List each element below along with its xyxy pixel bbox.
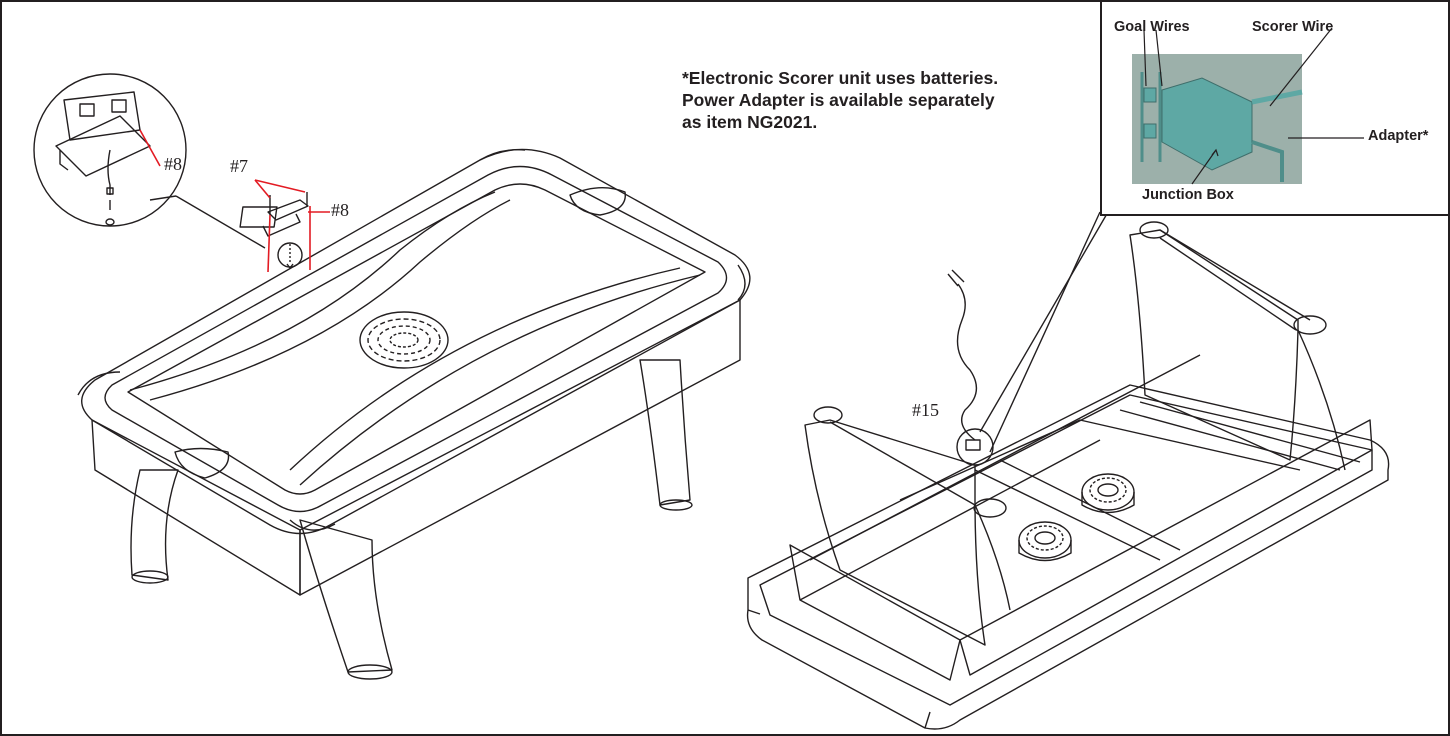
frame-inner: [759, 394, 1373, 706]
label-goal-wires: Goal Wires: [1114, 19, 1190, 35]
power-plug-icon: [947, 269, 965, 287]
center-fan-grille: [359, 311, 449, 369]
frame-rail-short: [789, 544, 961, 681]
inverted-table: [746, 211, 1390, 730]
junction-box-circle: [956, 428, 994, 466]
leg-panel-left: [804, 419, 986, 646]
inset-leader-line: [979, 211, 1109, 433]
table-outer-rail: [81, 148, 751, 535]
junction-box-photo: [1132, 27, 1364, 185]
table-corner: [479, 149, 526, 161]
part-label-8-detail: #8: [164, 154, 182, 174]
frame-outer: [746, 384, 1390, 730]
table-corner: [289, 519, 336, 531]
battery-note: *Electronic Scorer unit uses batteries. …: [682, 67, 1082, 133]
leg-top: [973, 498, 1007, 518]
part-label-15: #15: [912, 400, 939, 420]
table-skirt-front: [91, 419, 301, 596]
leg-top: [1139, 221, 1169, 239]
table-playing-surface: [127, 183, 706, 495]
junction-box-inset: Goal Wires Scorer Wire Adapter* Junction…: [1100, 2, 1448, 216]
table-inner-rail: [104, 165, 728, 513]
table-skirt-side: [299, 299, 741, 596]
goal-opening-left: [174, 447, 230, 479]
table-foot: [131, 570, 169, 584]
label-scorer-wire: Scorer Wire: [1252, 19, 1334, 35]
leg-top: [813, 406, 843, 424]
battery-note-line: *Electronic Scorer unit uses batteries.: [682, 68, 999, 88]
frame-cross-member: [974, 469, 1161, 561]
assembled-table: [77, 148, 751, 680]
table-corner: [737, 264, 746, 301]
table-band: [129, 191, 496, 391]
callout-lines: [139, 129, 330, 273]
frame-rail-long: [959, 419, 1373, 676]
table-leg-front-right: [299, 519, 393, 673]
junction-box-shape: [1161, 77, 1253, 171]
battery-note-line: as item NG2021.: [682, 112, 818, 132]
table-leg-back-right: [639, 359, 691, 506]
power-cord: [956, 283, 978, 441]
table-corner: [77, 371, 121, 396]
label-junction-box: Junction Box: [1142, 187, 1234, 203]
table-foot: [347, 664, 393, 680]
label-adapter: Adapter*: [1368, 128, 1429, 144]
scorer-detail-circle: [33, 73, 266, 249]
table-band: [289, 267, 681, 471]
scorer-unit-main: [239, 192, 309, 269]
table-foot: [659, 499, 693, 511]
table-band: [149, 199, 511, 401]
part-label-8: #8: [331, 200, 349, 220]
detail-leader-line: [175, 195, 266, 249]
table-leg-front-left: [130, 469, 179, 581]
leg-panel-right: [1129, 229, 1299, 461]
scorer-mount-circle: [277, 242, 303, 268]
part-label-7: #7: [230, 156, 248, 176]
battery-note-line: Power Adapter is available separately: [682, 90, 995, 110]
table-band: [299, 274, 701, 486]
leg-top: [1293, 315, 1327, 335]
goal-opening-right: [569, 187, 626, 216]
